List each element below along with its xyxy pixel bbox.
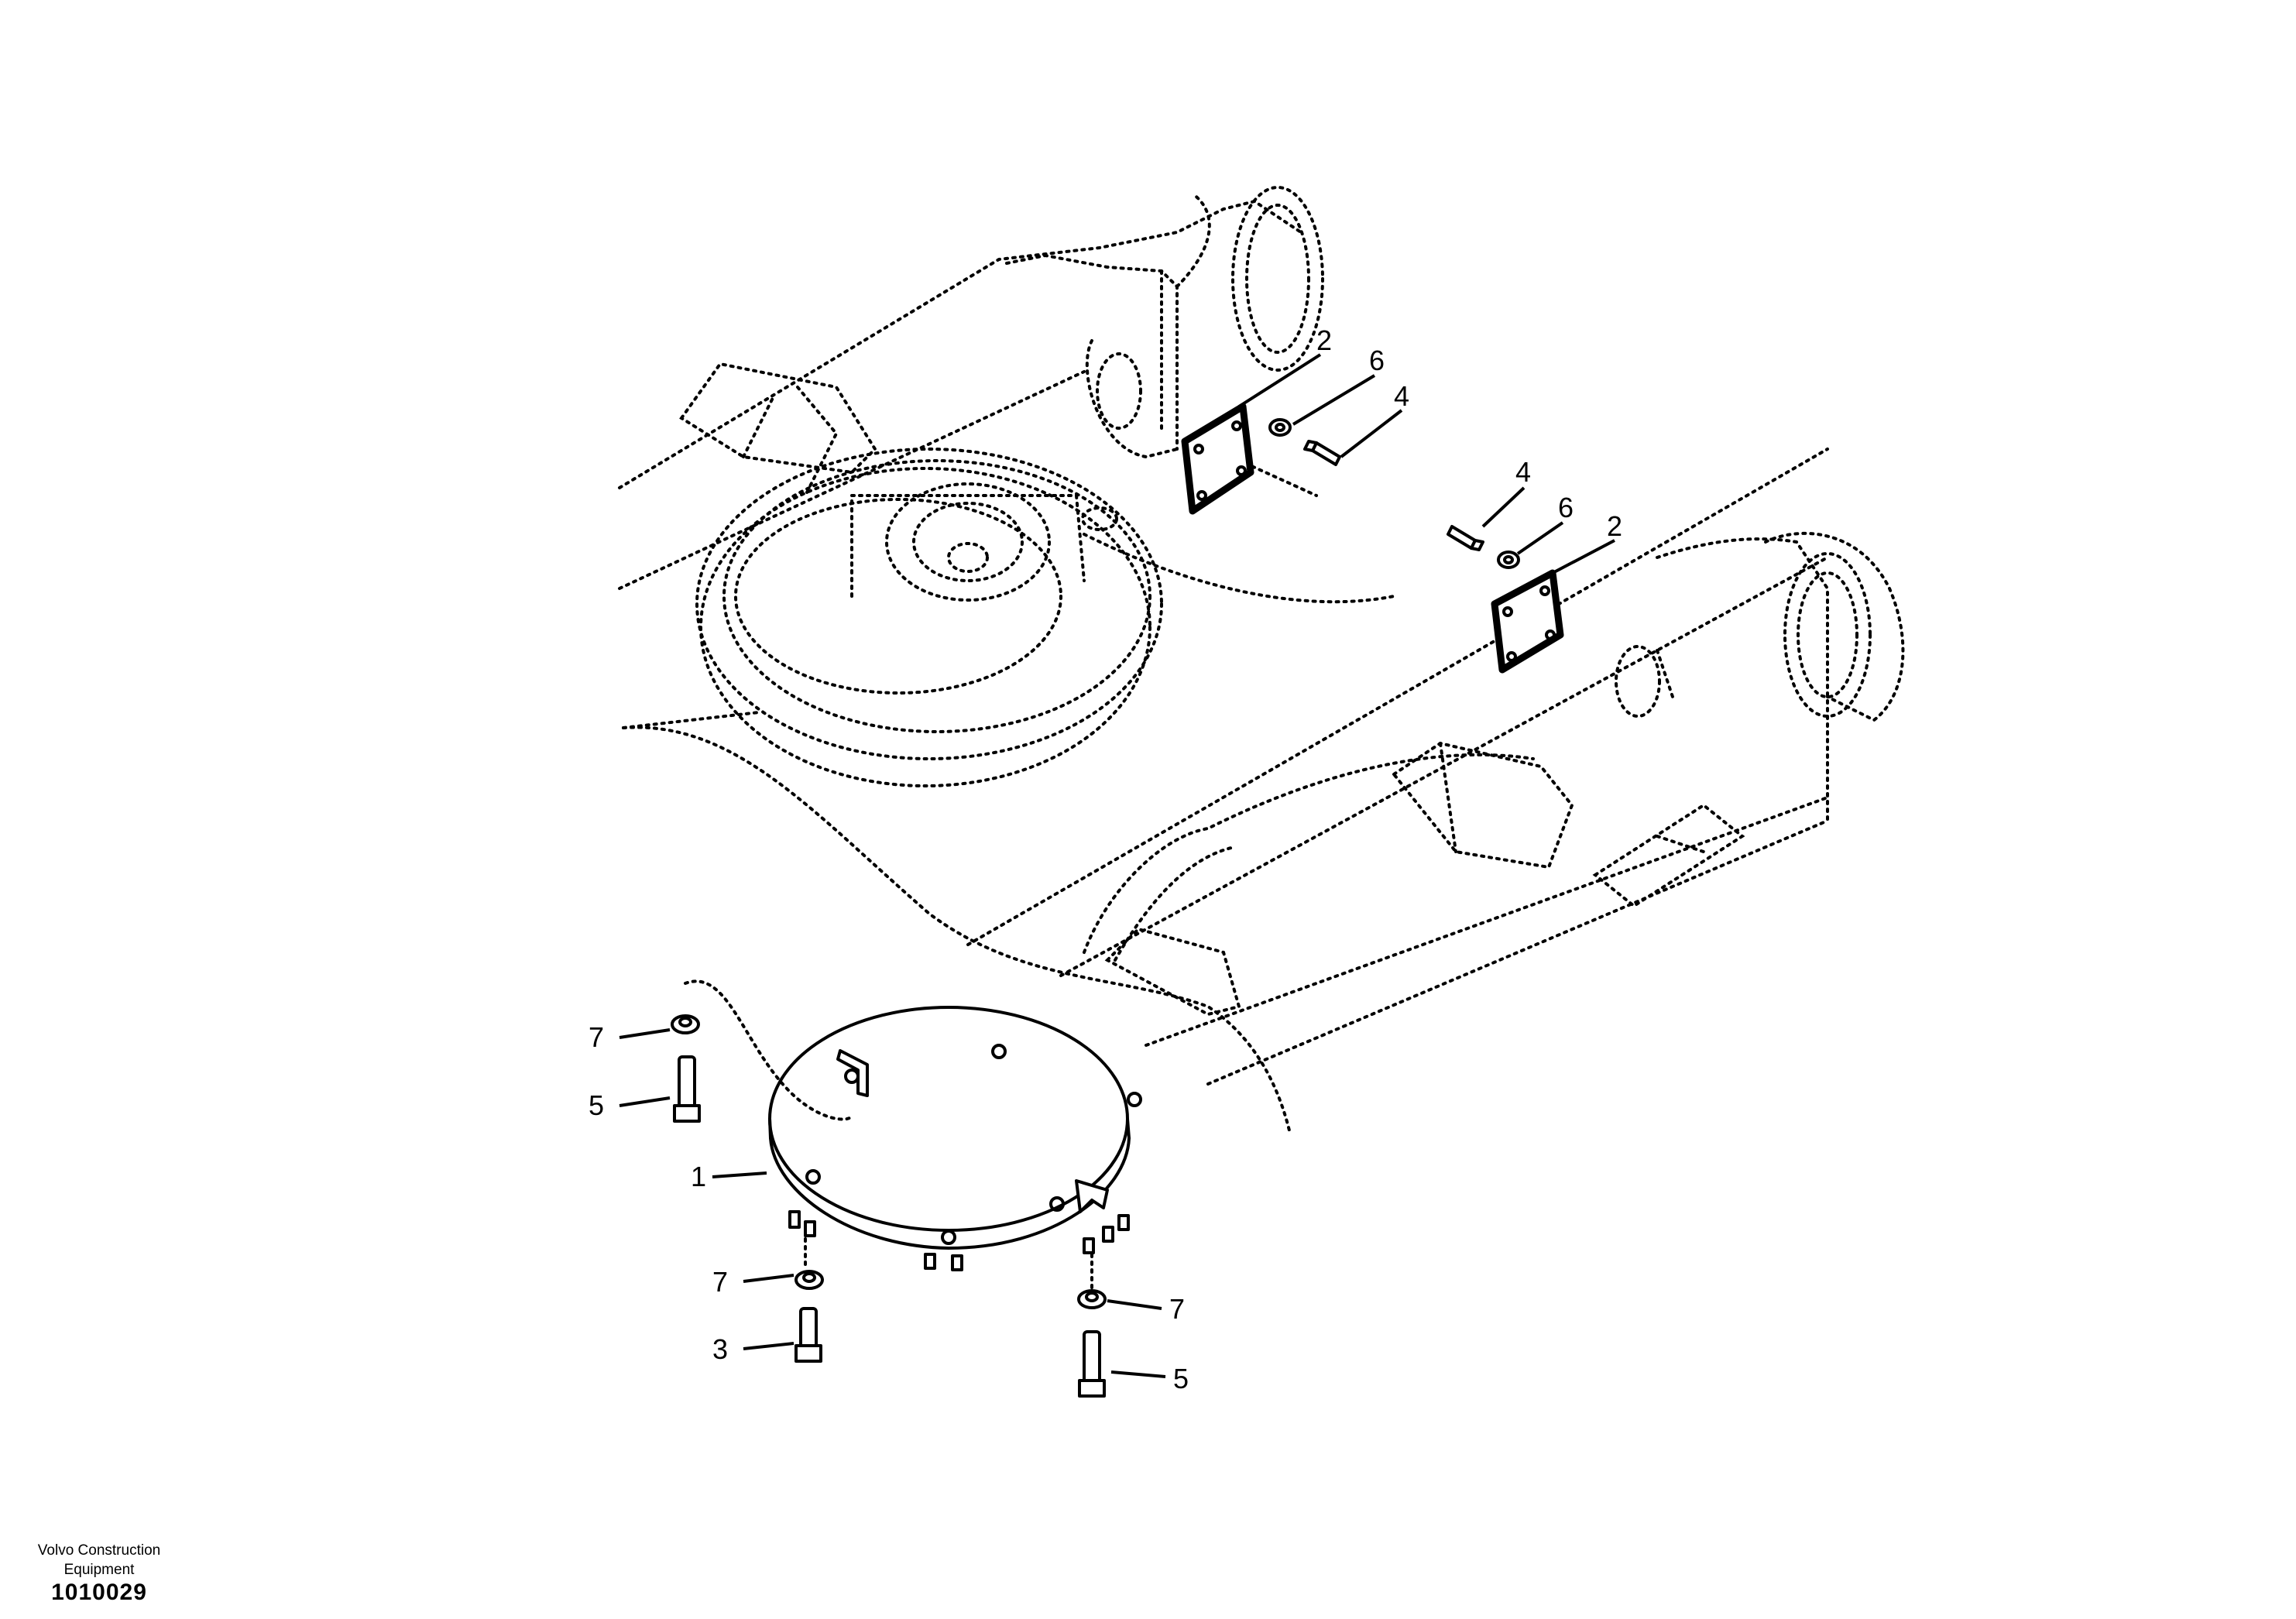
callout-1: 1 bbox=[691, 1161, 706, 1192]
callout-5-cover-bottom: 5 bbox=[1173, 1363, 1189, 1394]
brand-label: Volvo Construction Equipment bbox=[14, 1541, 184, 1580]
callout-6-lower: 6 bbox=[1558, 492, 1574, 523]
drawing-number: 1010029 bbox=[51, 1580, 147, 1605]
callout-7-cover-top: 7 bbox=[589, 1021, 604, 1053]
undercarriage-frame-outline bbox=[618, 186, 1905, 1132]
screw-cover-bottom-left bbox=[795, 1307, 822, 1363]
bolt-upper bbox=[1303, 440, 1341, 466]
callout-4-upper: 4 bbox=[1394, 380, 1409, 412]
washer-cover-bottom-left bbox=[795, 1270, 824, 1290]
bolt-lower bbox=[1447, 525, 1484, 551]
callout-6-upper: 6 bbox=[1369, 345, 1385, 376]
callout-7-cover-left: 7 bbox=[712, 1266, 728, 1298]
screw-cover-bottom-right bbox=[1078, 1330, 1106, 1398]
callout-3: 3 bbox=[712, 1333, 728, 1365]
callout-5-cover-top: 5 bbox=[589, 1089, 604, 1121]
callout-2-lower: 2 bbox=[1607, 510, 1622, 542]
brand-line-1: Volvo Construction bbox=[37, 1542, 161, 1559]
access-cover-plate bbox=[684, 979, 1142, 1291]
washer-cover-bottom-right bbox=[1077, 1289, 1107, 1309]
callout-2-upper: 2 bbox=[1316, 324, 1332, 356]
washer-cover-top bbox=[671, 1014, 700, 1034]
cover-plate-lower bbox=[1491, 569, 1564, 674]
leader-lines bbox=[619, 353, 1615, 1378]
callout-4-lower: 4 bbox=[1515, 456, 1531, 488]
brand-line-2: Equipment bbox=[63, 1562, 135, 1578]
slewing-ring-outline bbox=[695, 448, 1163, 787]
screw-cover-top bbox=[673, 1055, 701, 1123]
washer-upper bbox=[1268, 418, 1292, 437]
cover-plate-upper bbox=[1181, 403, 1254, 515]
callout-7-cover-right: 7 bbox=[1169, 1293, 1185, 1325]
washer-lower bbox=[1497, 551, 1520, 569]
